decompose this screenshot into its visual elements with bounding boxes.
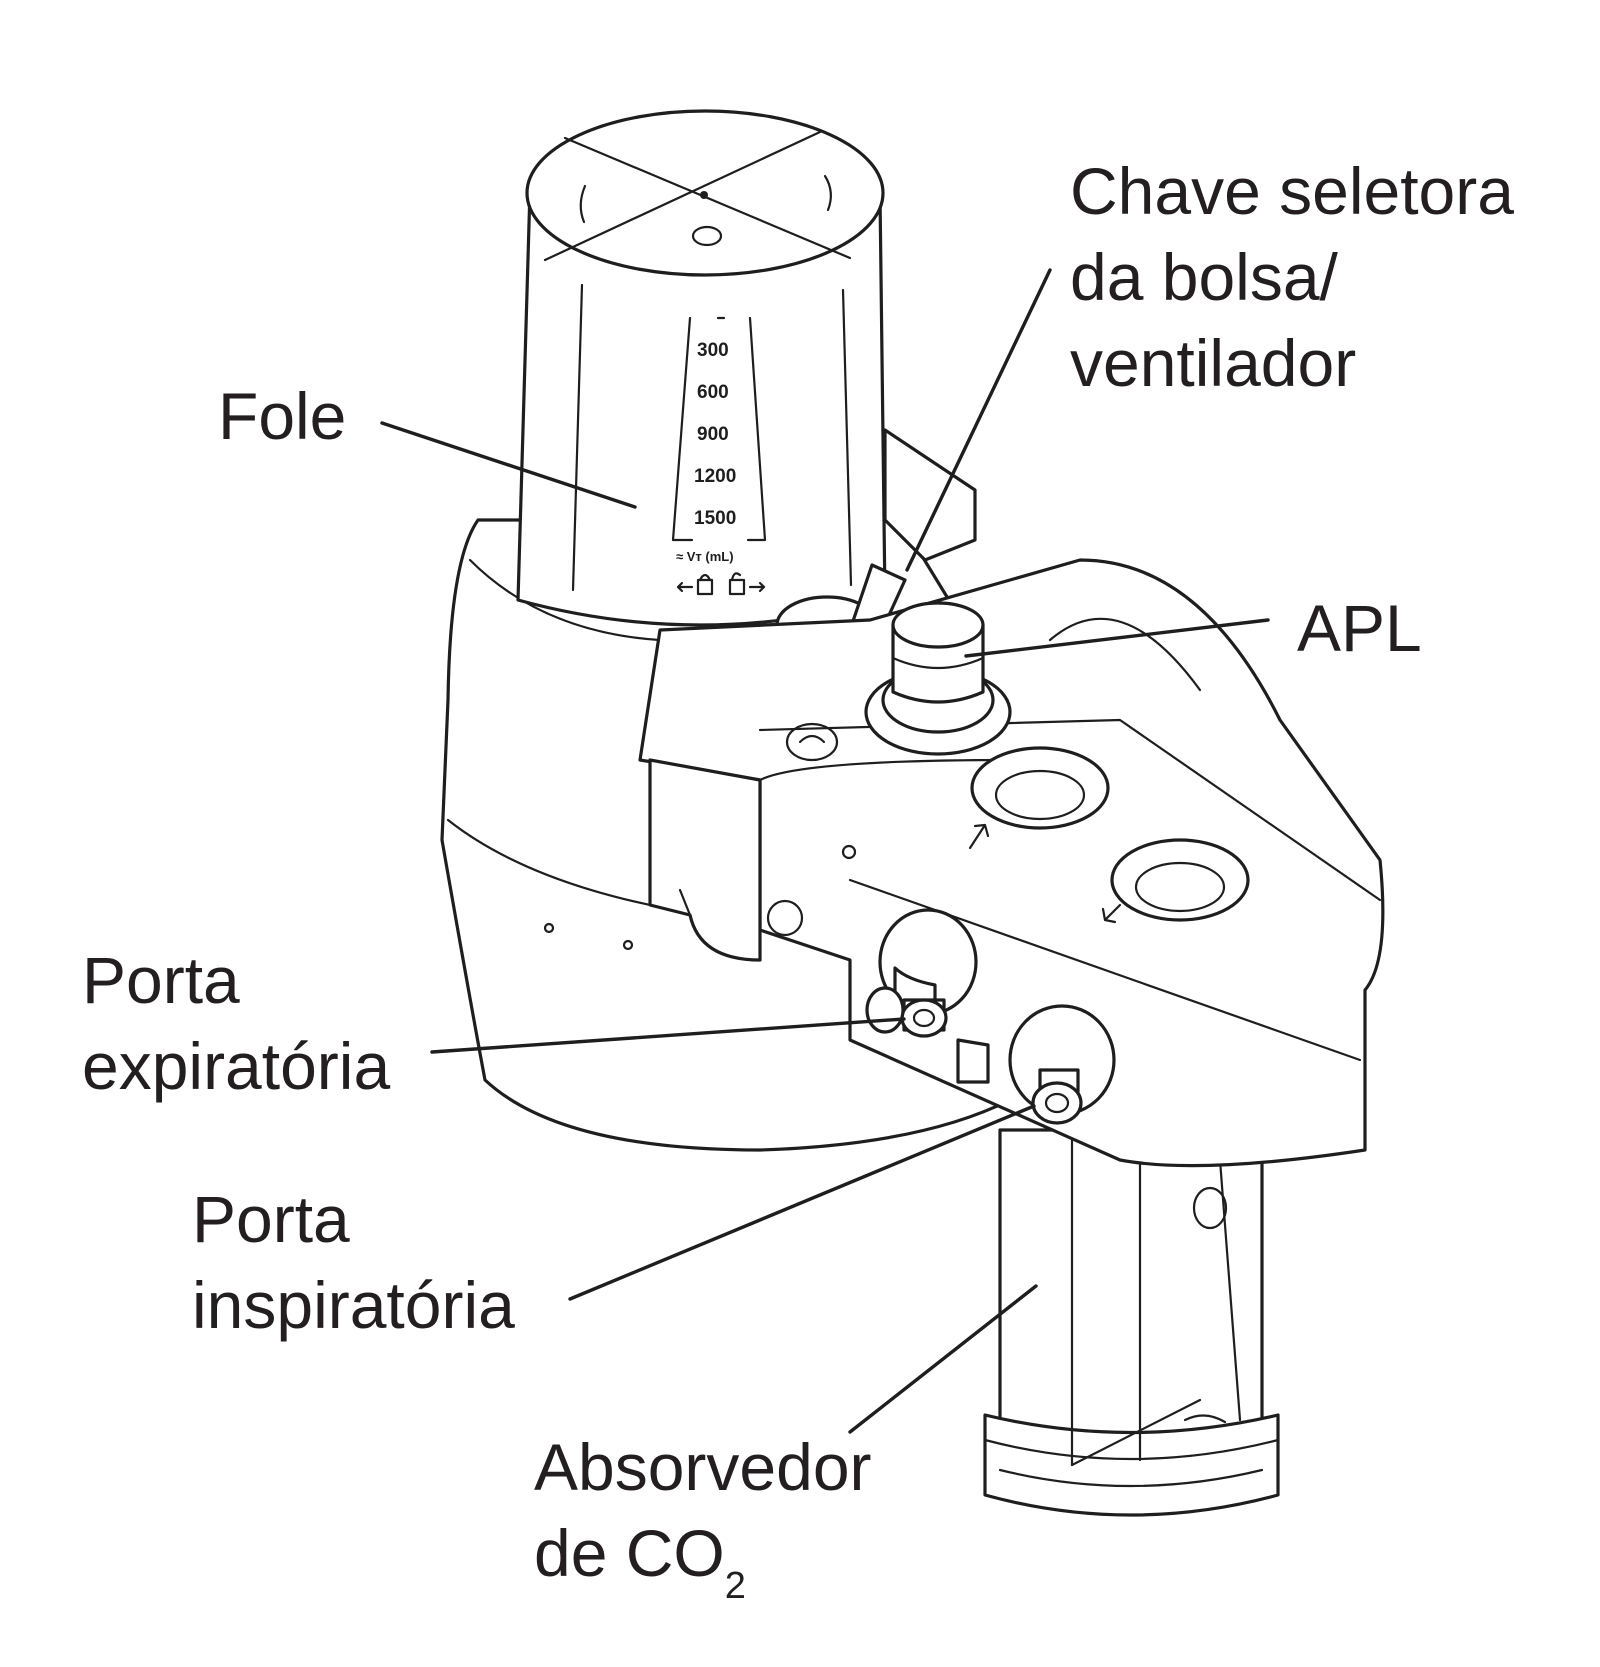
label-absorvedor-co2: Absorvedor de CO2	[534, 1430, 872, 1607]
lock-icon	[676, 573, 714, 596]
leader-chave-seletora	[905, 268, 1052, 572]
label-apl: APL	[1297, 591, 1422, 665]
label-fole: Fole	[218, 379, 347, 453]
unlock-icon	[728, 572, 766, 596]
label-porta-expiratoria: Porta expiratória	[82, 943, 391, 1103]
bellows-scale-1200: 1200	[694, 466, 736, 487]
leader-porta-inspiratoria	[568, 1104, 1036, 1301]
bellows-caption: ≈ Vт (mL)	[676, 549, 734, 564]
leader-porta-expiratoria	[430, 1017, 906, 1054]
apl-valve	[864, 601, 1012, 756]
manifold-block	[638, 558, 1385, 1168]
leader-apl	[964, 618, 1270, 658]
leader-fole	[380, 421, 637, 509]
bellows-scale-300: 300	[697, 340, 729, 361]
label-porta-inspiratoria: Porta inspiratória	[192, 1182, 515, 1342]
label-chave-seletora: Chave seletora da bolsa/ ventilador	[1070, 154, 1514, 400]
inspiratory-port	[956, 1004, 1116, 1125]
bellows-scale-1500: 1500	[694, 508, 736, 529]
bellows-scale-600: 600	[697, 382, 729, 403]
co2-absorber-canister	[983, 1128, 1280, 1517]
leader-absorvedor	[848, 1284, 1038, 1434]
bellows-canister: 300 600 900 1200 1500 ≈ Vт (mL)	[516, 109, 887, 627]
bellows-scale-900: 900	[697, 424, 729, 445]
